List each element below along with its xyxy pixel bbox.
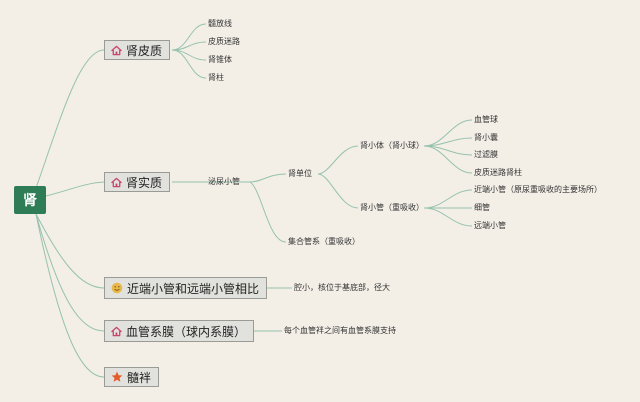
list-item: 肾锥体 [208, 55, 232, 64]
branch-vascular[interactable]: 血管系膜（球内系膜） [104, 320, 255, 342]
node-nephron: 肾单位 [288, 169, 312, 178]
list-item: 血管球 [474, 115, 498, 124]
list-item: 肾柱 [208, 73, 224, 82]
node-renal-corpuscle: 肾小体（肾小球） [360, 141, 424, 150]
branch-medulla[interactable]: 肾实质 [104, 172, 171, 192]
node-collecting-duct: 集合管系（重吸收） [288, 237, 360, 246]
branch-cortex-label: 肾皮质 [126, 43, 163, 58]
list-item: 皮质迷路 [208, 37, 240, 46]
house-icon [111, 45, 122, 56]
list-item: 近端小管（原尿重吸收的主要场所） [474, 185, 602, 194]
branch-compare-label: 近端小管和远端小管相比 [127, 281, 260, 296]
list-item: 过滤膜 [474, 150, 498, 159]
list-item: 远端小管 [474, 221, 506, 230]
list-item: 髓放线 [208, 19, 232, 28]
house-icon [111, 326, 122, 337]
root-node[interactable]: 肾 [14, 186, 46, 214]
node-uriniferous-tubule: 泌尿小管 [208, 177, 240, 186]
note-compare: 腔小，核位于基底部，径大 [294, 283, 390, 292]
note-vascular: 每个血管袢之间有血管系膜支持 [284, 326, 396, 335]
star-icon [111, 371, 123, 383]
branch-vascular-label: 血管系膜（球内系膜） [126, 324, 247, 339]
list-item: 肾小囊 [474, 133, 498, 142]
list-item: 细管 [474, 203, 490, 212]
list-item: 皮质迷路肾柱 [474, 168, 522, 177]
branch-compare[interactable]: 近端小管和远端小管相比 [104, 277, 268, 299]
node-renal-tubule: 肾小管（重吸收） [360, 203, 424, 212]
branch-loop-label: 髓袢 [127, 370, 152, 385]
smiley-icon [111, 282, 123, 294]
branch-cortex[interactable]: 肾皮质 [104, 40, 171, 60]
branch-loop[interactable]: 髓袢 [104, 367, 160, 387]
house-icon [111, 177, 122, 188]
branch-medulla-label: 肾实质 [126, 175, 163, 190]
